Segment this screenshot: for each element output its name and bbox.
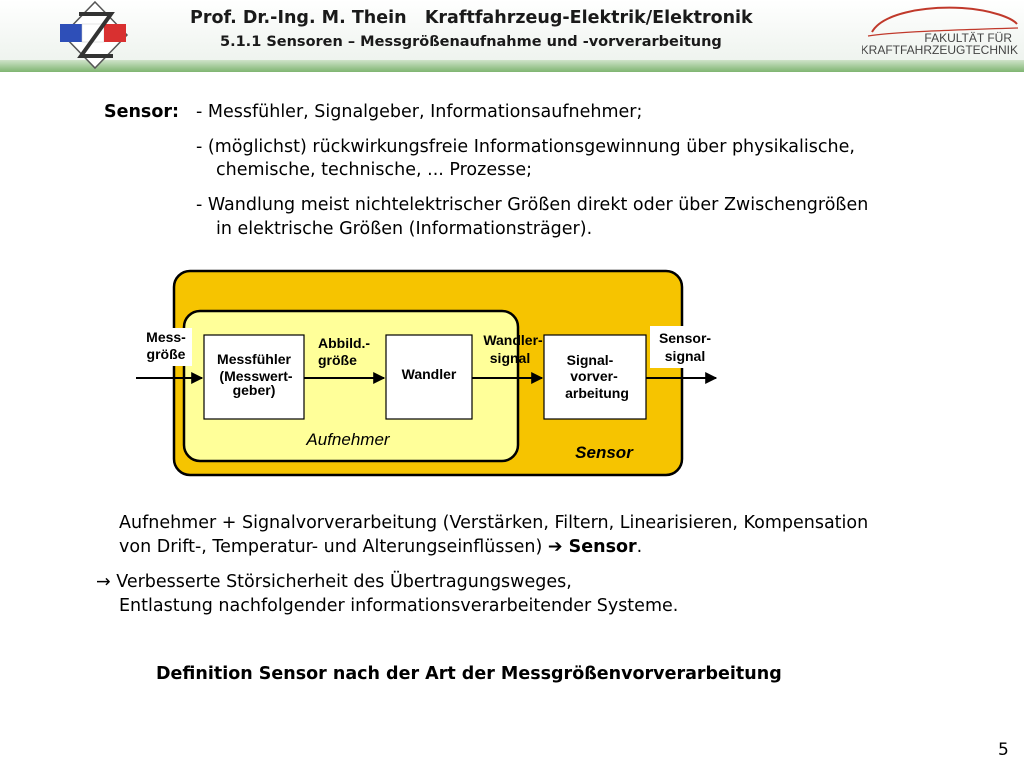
messfuehler-box [203, 334, 305, 420]
box3-line2: vorver- [570, 368, 618, 384]
box1-line1: Messfühler [217, 351, 291, 367]
aufnehmer-label: Aufnehmer [305, 430, 390, 449]
benefit-line1: → Verbesserte Störsicherheit des Übertra… [96, 571, 572, 593]
output-label-line1: Sensor- [659, 330, 711, 346]
wandler-box [385, 334, 473, 420]
header-subtitle: 5.1.1 Sensoren – Messgrößenaufnahme und … [220, 34, 722, 50]
definition-line2a: - (möglichst) rückwirkungsfreie Informat… [196, 137, 855, 157]
section-heading: Definition Sensor nach der Art der Messg… [156, 664, 782, 684]
box3-line1: Signal- [567, 352, 614, 368]
wandler-signal-line2: signal [490, 350, 530, 366]
abbild-label-line2: größe [318, 352, 357, 368]
benefit-line1-text: Verbesserte Störsicherheit des Übertragu… [110, 572, 572, 592]
page-number: 5 [998, 740, 1009, 760]
output-label-line2: signal [665, 348, 705, 364]
sensor-label: Sensor [575, 443, 634, 462]
definition-line3a: - Wandlung meist nichtelektrischer Größe… [196, 195, 869, 215]
summary-period: . [636, 537, 643, 557]
input-label-bg [138, 328, 192, 366]
definition-line3b: in elektrische Größen (Informationsträge… [216, 219, 593, 239]
summary-line1: Aufnehmer + Signalvorverarbeitung (Verst… [119, 513, 869, 533]
definition-line1: - Messfühler, Signalgeber, Informationsa… [196, 102, 643, 122]
sensor-block-diagram: Mess- größe Messfühler (Messwert- geber)… [136, 269, 720, 477]
benefit-line2: Entlastung nachfolgender informationsver… [119, 596, 679, 616]
box1-line3: geber) [233, 382, 276, 398]
input-label-line1: Mess- [146, 329, 186, 345]
summary-line2: von Drift-, Temperatur- und Alterungsein… [119, 536, 642, 558]
abbild-label-line1: Abbild.- [318, 335, 370, 351]
summary-line2-text: von Drift-, Temperatur- und Alterungsein… [119, 537, 548, 557]
slide-header [0, 0, 1024, 62]
input-label-line2: größe [147, 346, 186, 362]
faculty-line2: KRAFTFAHRZEUGTECHNIK [862, 43, 1018, 56]
faculty-logo: FAKULTÄT FÜR KRAFTFAHRZEUGTECHNIK [862, 6, 1019, 56]
right-arrow-icon: → [96, 572, 111, 592]
faculty-line1: FAKULTÄT FÜR [924, 31, 1012, 45]
wandler-signal-line1: Wandler- [483, 332, 543, 348]
definition-term: Sensor: [104, 102, 179, 122]
header-title: Prof. Dr.-Ing. M. Thein Kraftfahrzeug-El… [190, 8, 753, 28]
box3-line3: arbeitung [565, 385, 629, 401]
box2-label: Wandler [402, 366, 457, 382]
arrow-icon: ➔ [547, 537, 563, 557]
summary-sensor-term: Sensor [562, 537, 637, 557]
header-band [0, 60, 1024, 72]
definition-line2b: chemische, technische, ... Prozesse; [216, 160, 532, 180]
university-logo [60, 0, 129, 70]
output-label-bg [650, 326, 720, 368]
box1-line2: (Messwert- [219, 368, 292, 384]
signalvorverarbeitung-box [543, 334, 647, 420]
